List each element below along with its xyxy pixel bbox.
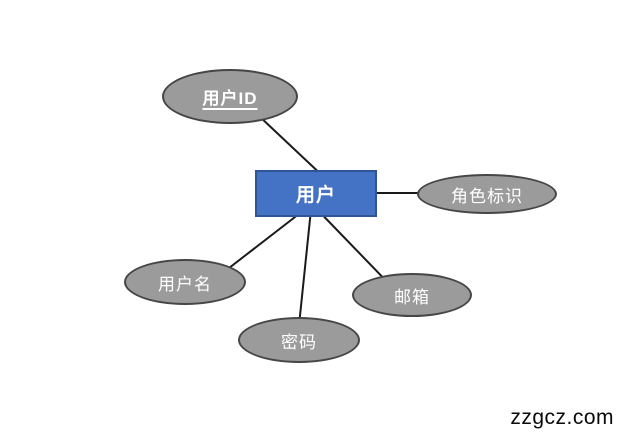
attribute-ellipse-role-flag: 角色标识 (417, 174, 557, 214)
attribute-label-email: 邮箱 (394, 287, 430, 307)
connector-entity-to-password (297, 199, 313, 336)
attribute-label-password: 密码 (281, 332, 317, 352)
attribute-label-user-id: 用户ID (202, 89, 258, 108)
attribute-ellipse-username: 用户名 (124, 259, 246, 305)
entity-rectangle-user: 用户 (255, 170, 377, 217)
attribute-ellipse-email: 邮箱 (352, 273, 472, 317)
attribute-ellipse-user-id: 用户ID (162, 69, 298, 124)
attribute-label-role-flag: 角色标识 (451, 186, 523, 206)
entity-label-user: 用户 (295, 185, 336, 206)
watermark-text: zzgcz.com (510, 406, 614, 429)
attribute-label-username: 用户名 (158, 274, 212, 294)
attribute-ellipse-password: 密码 (238, 317, 360, 363)
